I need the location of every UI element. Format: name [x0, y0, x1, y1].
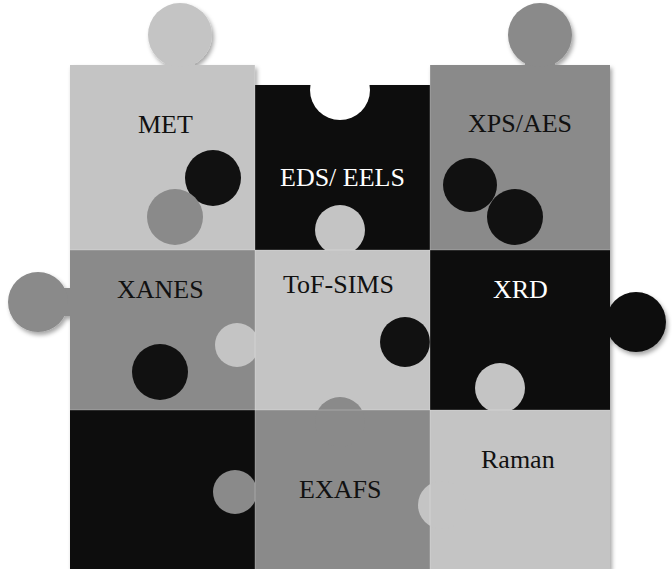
- puzzle-tab: [315, 205, 365, 255]
- puzzle-piece: [70, 65, 255, 250]
- puzzle-piece-label: XRD: [485, 271, 556, 309]
- technique-name: XANES: [117, 275, 204, 305]
- puzzle-piece-label: ToF-SIMS: [275, 266, 402, 304]
- puzzle-tab: [8, 272, 68, 332]
- puzzle-tab: [315, 397, 365, 447]
- puzzle-tab: [215, 323, 259, 367]
- puzzle-piece-label: XPS/AES: [460, 105, 580, 143]
- puzzle-seams: [70, 65, 610, 569]
- technique-name: EXAFS: [299, 475, 381, 505]
- puzzle-tab: [147, 189, 203, 245]
- puzzle-tab: [148, 3, 212, 67]
- puzzle-piece: [255, 250, 430, 410]
- puzzle-piece-label: XANES: [109, 271, 212, 309]
- puzzle-piece: [430, 65, 610, 250]
- technique-name: Raman: [481, 445, 555, 475]
- puzzle-tab: [380, 317, 430, 367]
- technique-name: XRD: [493, 275, 548, 305]
- puzzle-piece-label: EDS/ EELS: [272, 159, 413, 197]
- puzzle-tab: [508, 3, 572, 67]
- puzzle-tab: [132, 344, 188, 400]
- technique-name: ToF-SIMS: [283, 270, 394, 300]
- puzzle-tab: [475, 363, 525, 413]
- technique-name: MET: [138, 110, 193, 140]
- technique-name: XPS/AES: [468, 109, 572, 139]
- technique-name: EDS/ EELS: [280, 163, 405, 193]
- puzzle-piece-label: EXAFS: [291, 471, 389, 509]
- puzzle-piece-label: MET: [130, 106, 201, 144]
- puzzle-blank: [310, 60, 370, 120]
- puzzle-piece-label: Raman: [473, 441, 563, 479]
- puzzle-tab: [443, 158, 497, 212]
- puzzle-tab: [487, 189, 543, 245]
- puzzle-tab: [418, 481, 466, 529]
- puzzle-tab: [213, 470, 257, 514]
- puzzle-tab: [606, 292, 666, 352]
